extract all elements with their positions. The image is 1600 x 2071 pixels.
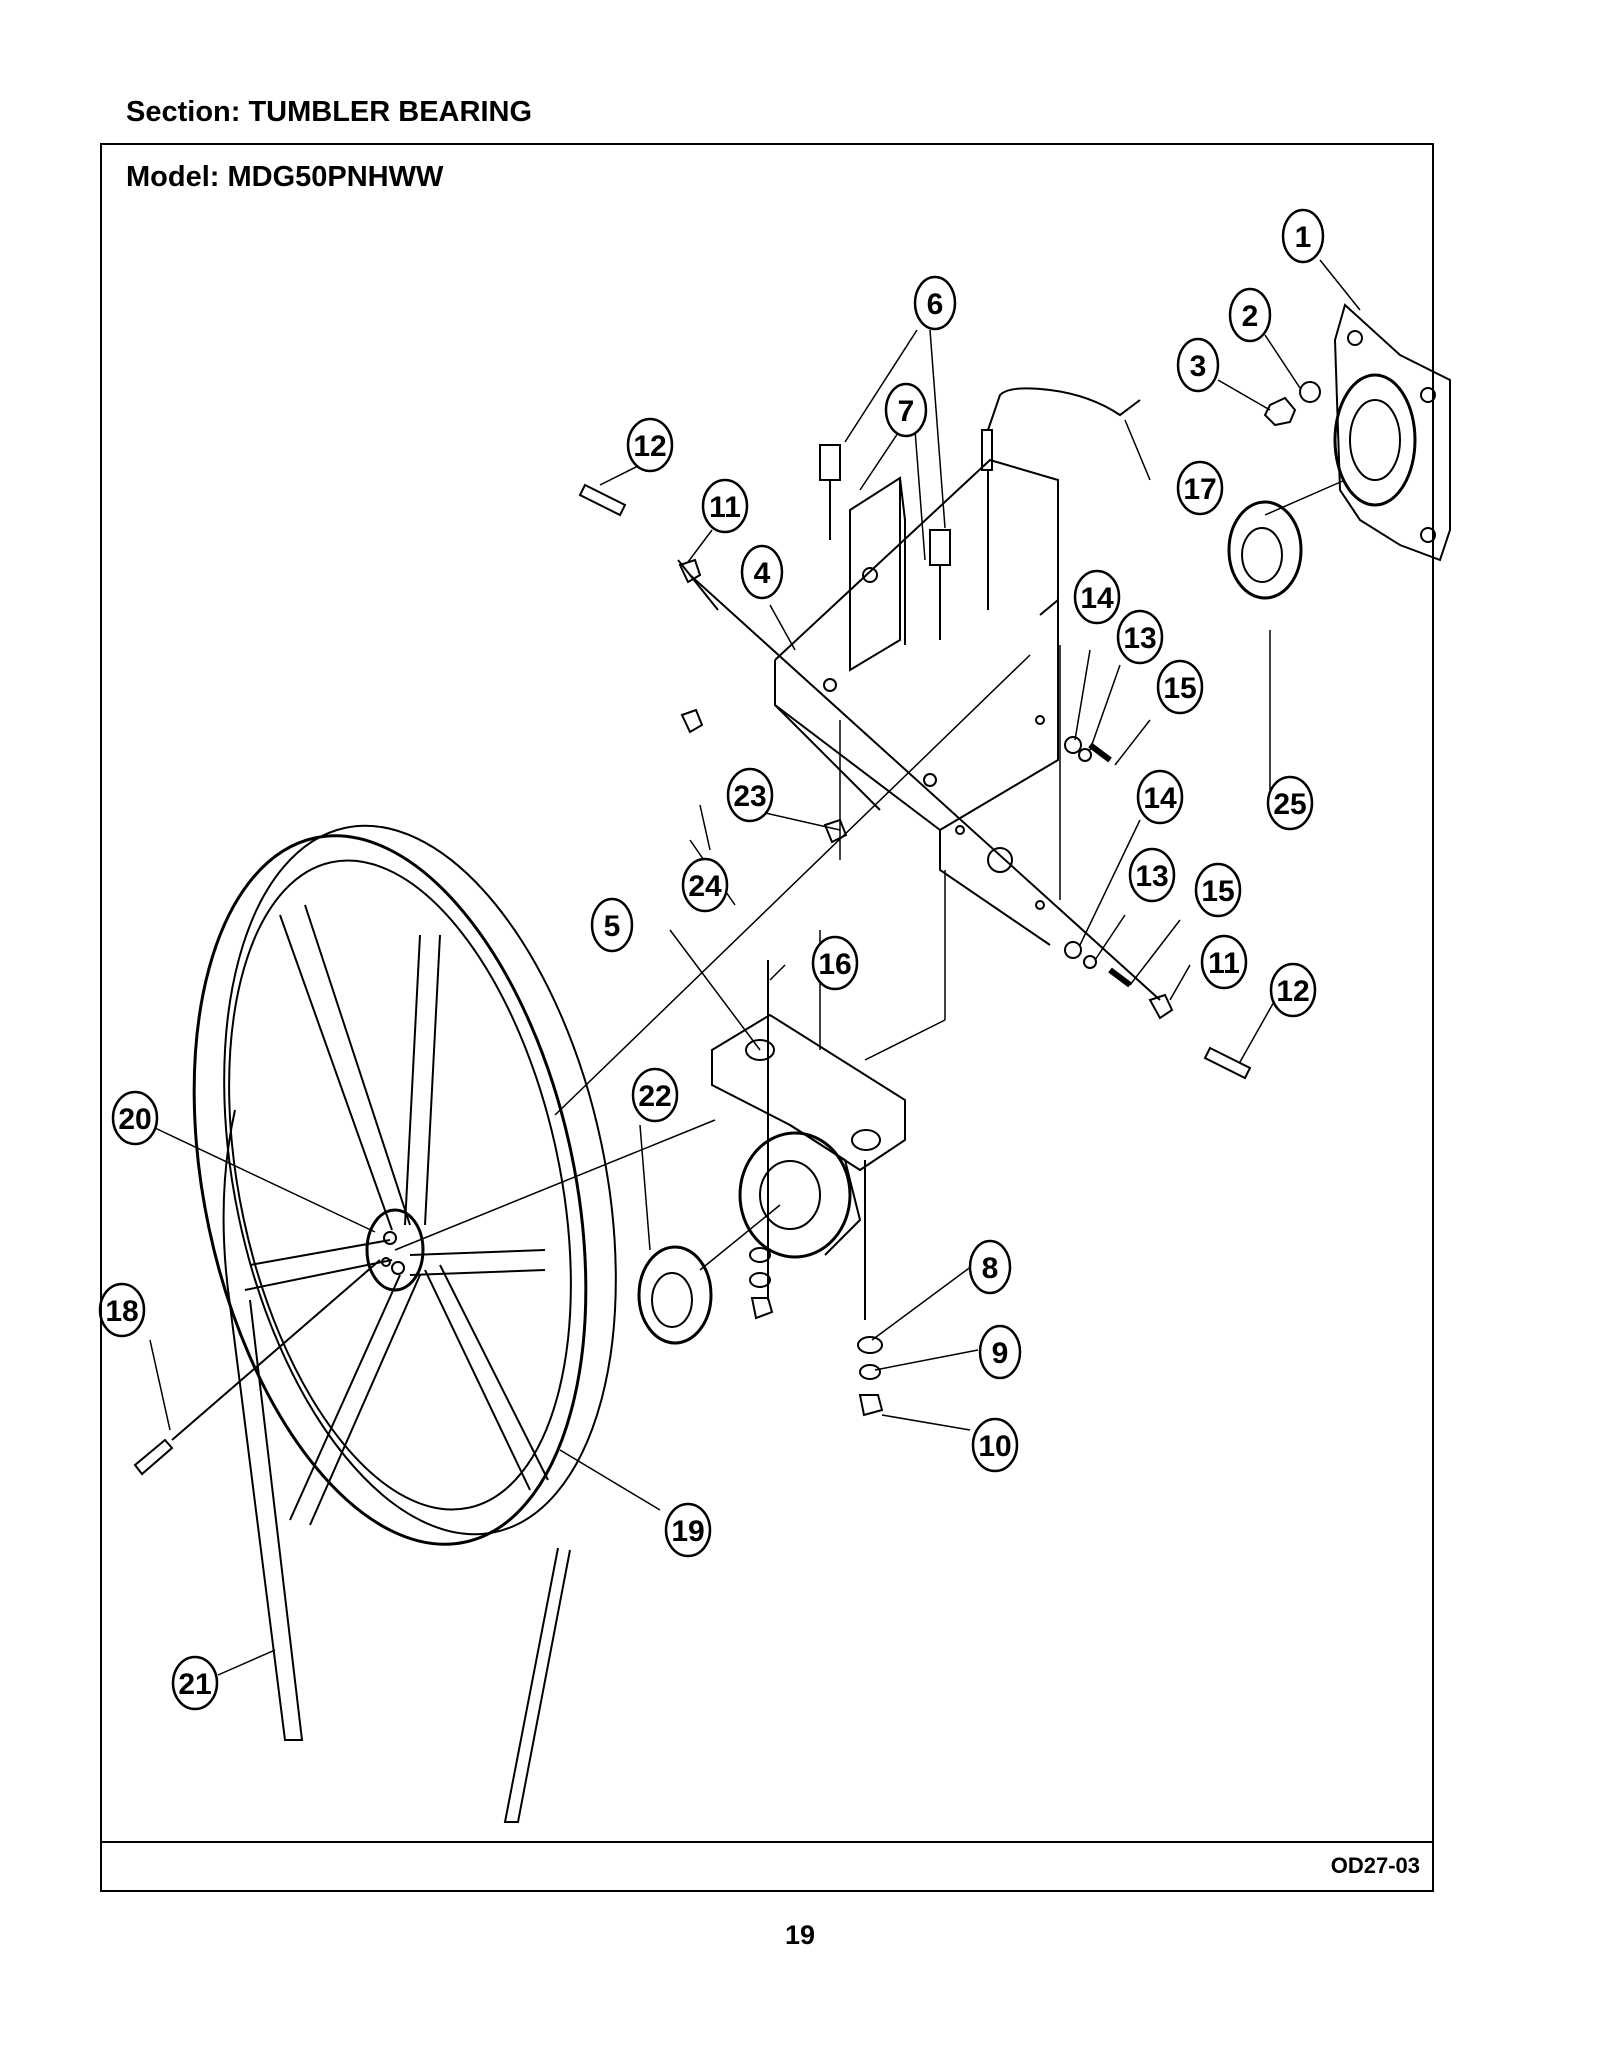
callout-13b: 13	[1128, 847, 1176, 903]
callout-15b: 15	[1194, 862, 1242, 918]
mounting-bracket	[774, 458, 1059, 946]
callout-8: 8	[968, 1239, 1012, 1295]
svg-text:16: 16	[818, 948, 851, 981]
locking-collar-lower	[637, 1245, 713, 1345]
callout-15a: 15	[1156, 659, 1204, 715]
callout-12a: 12	[626, 417, 674, 473]
svg-text:20: 20	[118, 1103, 151, 1136]
callout-2: 2	[1228, 287, 1272, 343]
callout-6: 6	[913, 275, 957, 331]
svg-text:9: 9	[992, 1337, 1009, 1370]
drive-belt	[222, 1109, 571, 1823]
key	[133, 1438, 174, 1476]
svg-text:22: 22	[638, 1080, 671, 1113]
callout-5: 5	[590, 897, 634, 953]
callout-9: 9	[978, 1324, 1022, 1380]
callout-11b: 11	[1200, 934, 1248, 990]
svg-text:18: 18	[105, 1295, 138, 1328]
svg-text:2: 2	[1242, 300, 1259, 333]
svg-text:7: 7	[898, 395, 915, 428]
svg-text:15: 15	[1163, 672, 1196, 705]
svg-text:12: 12	[633, 430, 666, 463]
svg-text:1: 1	[1295, 221, 1312, 254]
svg-text:14: 14	[1080, 582, 1114, 615]
svg-text:17: 17	[1183, 473, 1216, 506]
section-title: Section: TUMBLER BEARING	[126, 96, 532, 128]
callout-12b: 12	[1269, 962, 1317, 1018]
callout-10: 10	[971, 1417, 1019, 1473]
callout-14a: 14	[1073, 569, 1121, 625]
flange-bearing	[1333, 303, 1451, 562]
callout-16: 16	[811, 935, 859, 991]
pillow-block-bearing	[711, 960, 906, 1320]
svg-text:10: 10	[978, 1430, 1011, 1463]
callout-4: 4	[740, 544, 784, 600]
callout-13a: 13	[1116, 609, 1164, 665]
svg-text:13: 13	[1123, 622, 1156, 655]
callout-19: 19	[664, 1502, 712, 1558]
svg-text:25: 25	[1273, 788, 1306, 821]
model-title: Model: MDG50PNHWW	[126, 161, 444, 193]
svg-text:3: 3	[1190, 350, 1207, 383]
construction-lines	[394, 479, 1346, 1271]
fasteners	[677, 381, 1321, 1417]
callout-3: 3	[1176, 337, 1220, 393]
svg-text:11: 11	[1208, 947, 1240, 980]
callout-1: 1	[1281, 208, 1325, 264]
callout-17: 17	[1176, 460, 1224, 516]
callout-25: 25	[1266, 775, 1314, 831]
callout-22: 22	[631, 1067, 679, 1123]
svg-text:15: 15	[1201, 875, 1234, 908]
drawing-code: OD27-03	[1330, 1853, 1420, 1878]
svg-text:6: 6	[927, 288, 944, 321]
page-number: 19	[784, 1920, 816, 1950]
callout-23: 23	[726, 767, 774, 823]
svg-text:24: 24	[688, 870, 722, 903]
sensor-cable	[987, 387, 1141, 431]
callout-7: 7	[884, 382, 928, 438]
svg-text:13: 13	[1135, 860, 1168, 893]
callouts: 1 2 3 4 5 6 7 8 9 10 11 11 12 12 13 13 1…	[98, 208, 1325, 1711]
diagram-frame: Model: MDG50PNHWW OD27-03	[100, 143, 1434, 1892]
svg-text:4: 4	[754, 557, 771, 590]
svg-text:19: 19	[671, 1515, 704, 1548]
callout-11a: 11	[701, 478, 749, 534]
svg-text:5: 5	[604, 910, 621, 943]
svg-text:8: 8	[982, 1252, 999, 1285]
svg-text:14: 14	[1143, 782, 1177, 815]
footer-divider	[102, 1841, 1432, 1843]
svg-text:23: 23	[733, 780, 766, 813]
callout-14b: 14	[1136, 769, 1184, 825]
pulley-wheel	[192, 824, 617, 1546]
callout-20: 20	[111, 1090, 159, 1146]
bolts	[578, 444, 1252, 1080]
callout-24: 24	[681, 857, 729, 913]
svg-text:12: 12	[1276, 975, 1309, 1008]
callout-21: 21	[171, 1655, 219, 1711]
svg-text:21: 21	[178, 1668, 211, 1701]
svg-text:11: 11	[709, 491, 741, 524]
locking-collar-upper	[1227, 500, 1303, 600]
